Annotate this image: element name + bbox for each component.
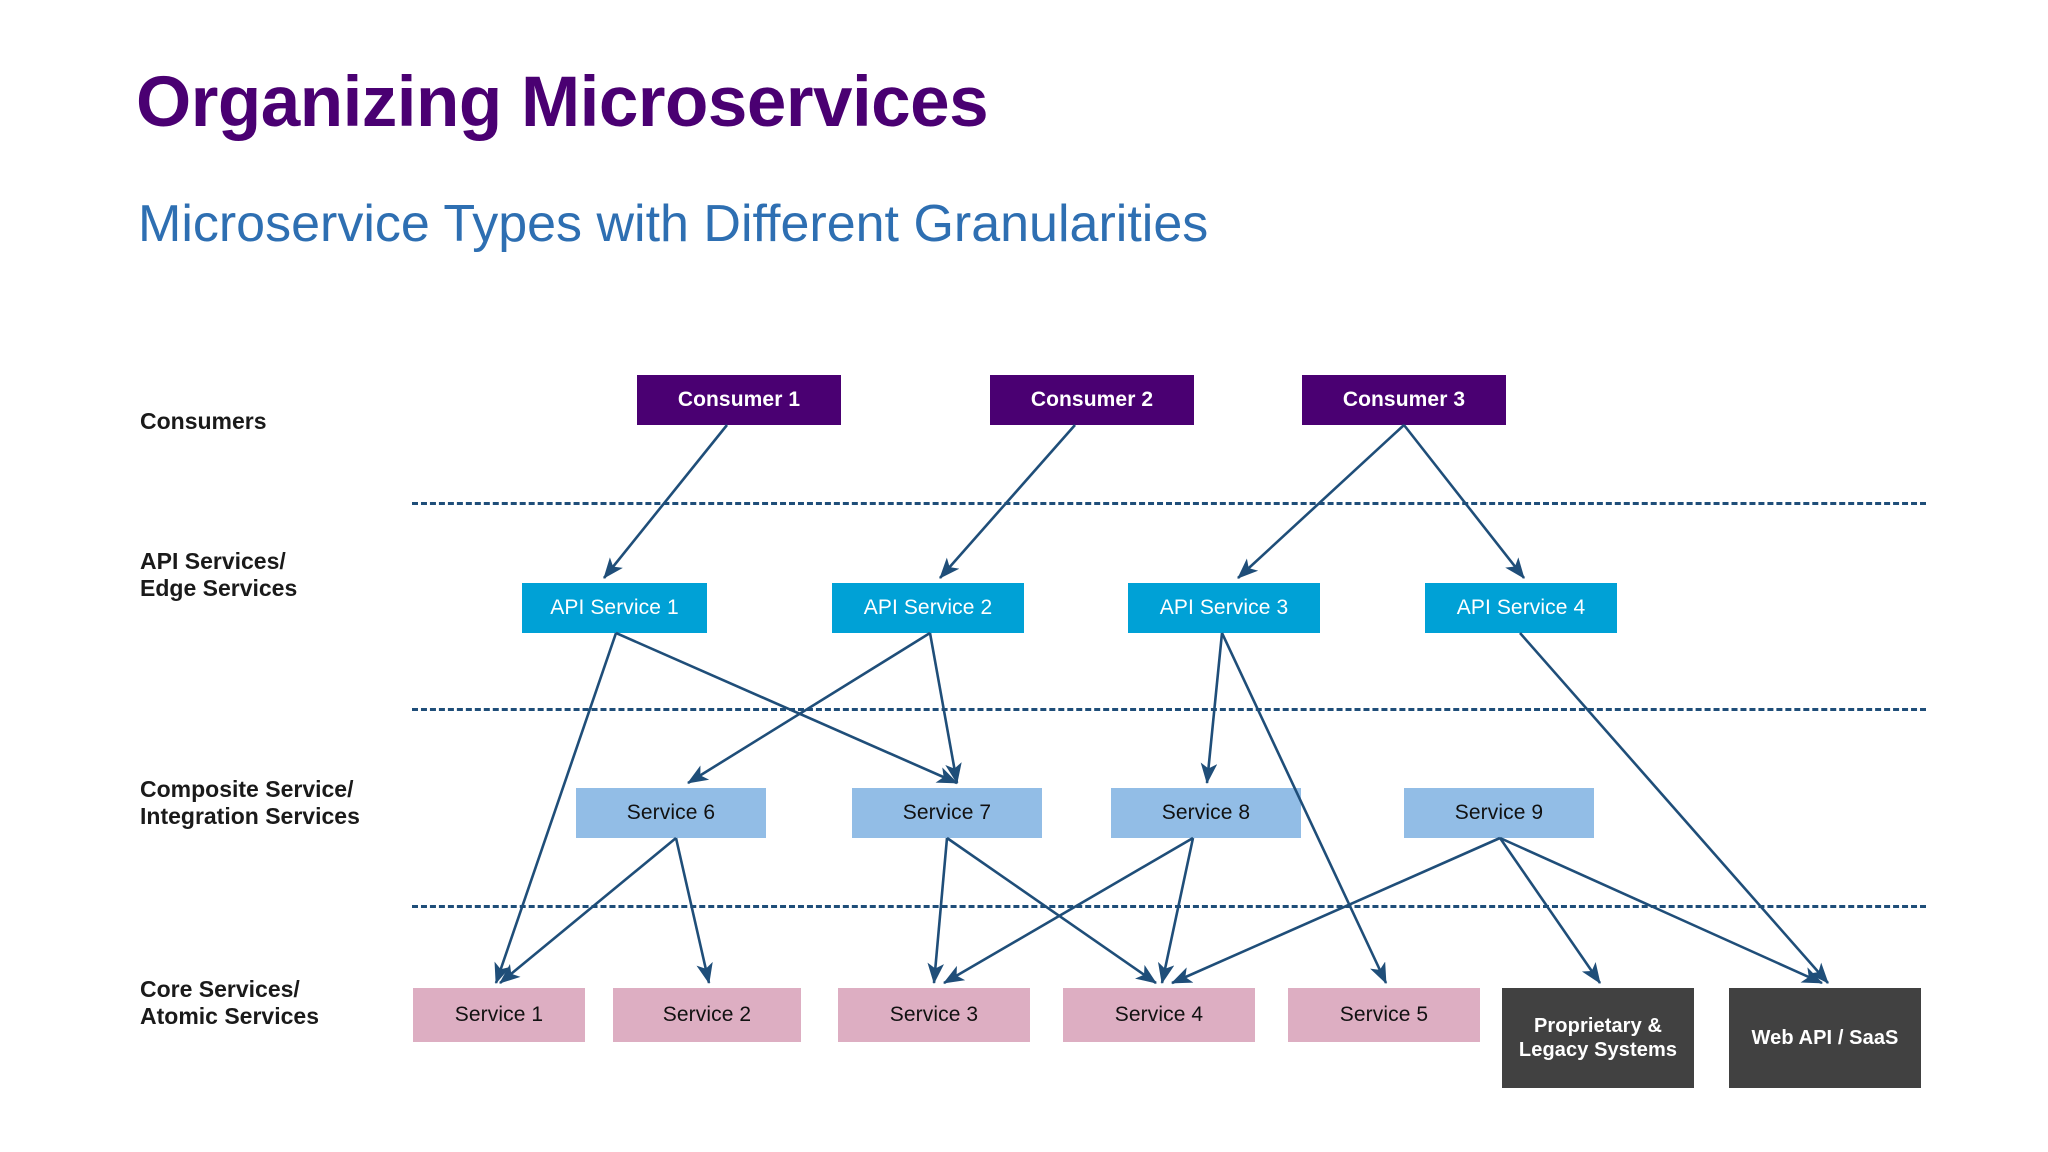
node-consumer-2[interactable]: Consumer 2 <box>990 375 1194 425</box>
node-service-6[interactable]: Service 6 <box>576 788 766 838</box>
row-label-consumers: Consumers <box>140 408 267 434</box>
row-label-core-services: Core Services/ Atomic Services <box>140 976 319 1030</box>
node-api-service-2[interactable]: API Service 2 <box>832 583 1024 633</box>
page-title: Organizing Microservices <box>136 63 989 142</box>
node-api-service-1[interactable]: API Service 1 <box>522 583 707 633</box>
edge-service-9-service-4 <box>1171 836 1501 985</box>
node-service-1[interactable]: Service 1 <box>413 988 585 1042</box>
node-service-5[interactable]: Service 5 <box>1288 988 1480 1042</box>
edge-service-8-service-4 <box>1157 837 1195 985</box>
edge-service-6-service-2 <box>674 837 713 985</box>
node-api-service-4[interactable]: API Service 4 <box>1425 583 1617 633</box>
node-consumer-1[interactable]: Consumer 1 <box>637 375 841 425</box>
page-subtitle: Microservice Types with Different Granul… <box>138 195 1209 253</box>
edge-service-6-service-1 <box>499 836 677 985</box>
edge-service-8-service-3 <box>943 836 1194 985</box>
edge-service-7-service-3 <box>927 837 949 985</box>
node-web-api-saas[interactable]: Web API / SaaS <box>1729 988 1921 1088</box>
edge-service-7-service-4 <box>946 836 1157 985</box>
node-api-service-3[interactable]: API Service 3 <box>1128 583 1320 633</box>
node-consumer-3[interactable]: Consumer 3 <box>1302 375 1506 425</box>
row-label-api-services: API Services/ Edge Services <box>140 548 298 602</box>
node-service-2[interactable]: Service 2 <box>613 988 801 1042</box>
node-proprietary-legacy-systems[interactable]: Proprietary & Legacy Systems <box>1502 988 1694 1088</box>
divider-composite-core <box>412 905 1926 908</box>
row-label-composite-services: Composite Service/ Integration Services <box>140 776 360 830</box>
node-service-7[interactable]: Service 7 <box>852 788 1042 838</box>
node-service-4[interactable]: Service 4 <box>1063 988 1255 1042</box>
divider-api-composite <box>412 708 1926 711</box>
node-service-3[interactable]: Service 3 <box>838 988 1030 1042</box>
divider-consumers-api <box>412 502 1926 505</box>
node-service-8[interactable]: Service 8 <box>1111 788 1301 838</box>
edge-service-9-proprietary-legacy-systems <box>1498 837 1602 984</box>
edge-service-9-web-api-saas <box>1499 836 1823 985</box>
node-service-9[interactable]: Service 9 <box>1404 788 1594 838</box>
